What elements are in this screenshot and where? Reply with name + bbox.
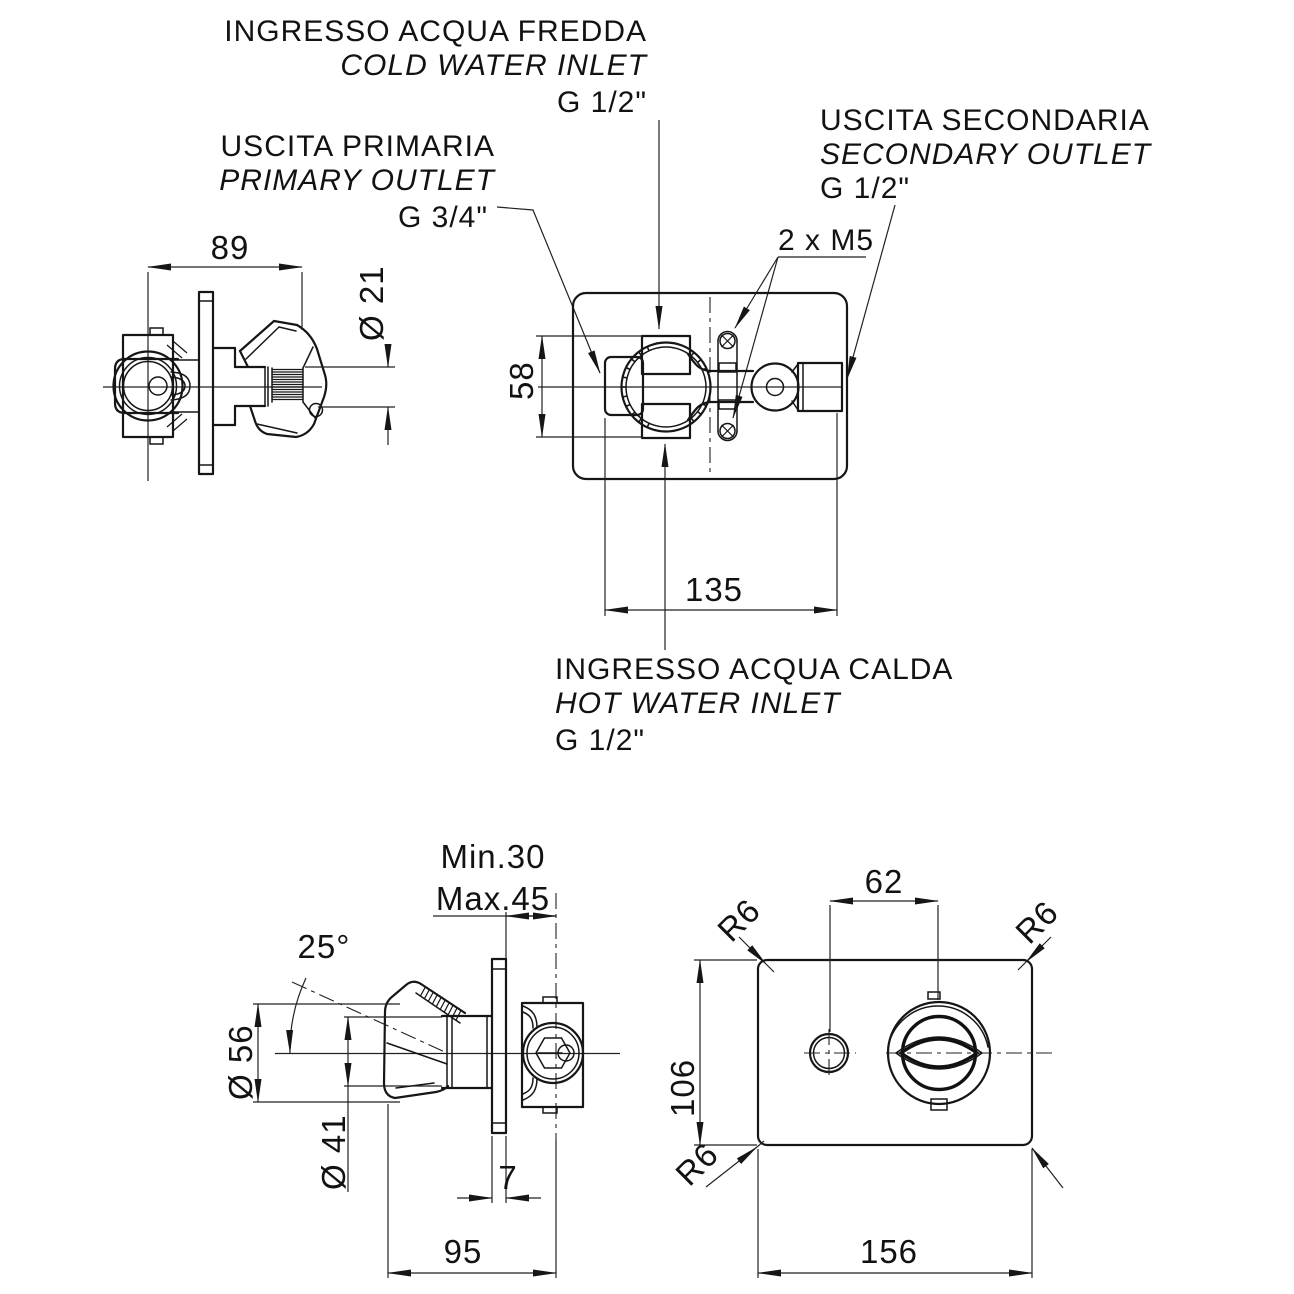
bracket-outer <box>170 371 191 401</box>
view-bottom-side: Min.30 Max.45 25° Ø 56 Ø 41 <box>222 838 620 1278</box>
body-tab-top <box>149 327 164 336</box>
stem-hex <box>535 1037 571 1069</box>
primary-outlet-nut <box>603 355 645 417</box>
primary-outlet-label-en: PRIMARY OUTLET <box>219 164 496 197</box>
view-top-side: 89 Ø 21 <box>103 229 395 481</box>
hot-inlet-nut <box>640 402 692 440</box>
dim-156-text: 156 <box>860 1233 918 1270</box>
cold-inlet-label-en: COLD WATER INLET <box>340 49 648 82</box>
cold-inlet-label-it: INGRESSO ACQUA FREDDA <box>224 15 647 48</box>
dim-7-text: 7 <box>498 1159 517 1196</box>
body-tab-bottom <box>149 436 164 445</box>
cartridge-circle-inner <box>122 360 174 412</box>
dim-62-text: 62 <box>865 863 904 900</box>
dimension-7: 7 <box>457 1136 541 1203</box>
hot-inlet-label-it: INGRESSO ACQUA CALDA <box>555 653 953 686</box>
dimension-156: 156 <box>757 1149 1033 1278</box>
handle-axis-25deg <box>291 981 448 1054</box>
primary-outlet-leader <box>496 206 601 374</box>
label-secondary-outlet: USCITA SECONDARIA SECONDARY OUTLET G 1/2… <box>820 104 1153 380</box>
cold-inlet-thread-size: G 1/2" <box>557 86 647 119</box>
clamp-block-bottom <box>718 399 737 410</box>
stem-top-edge <box>686 352 755 373</box>
wall-plate-side <box>197 290 215 476</box>
dimension-89: 89 <box>147 229 303 330</box>
r6-bottom-left-text: R6 <box>668 1135 725 1192</box>
knob-cap-detail <box>308 402 324 418</box>
r6-top-right-text: R6 <box>1008 893 1065 950</box>
dimension-95: 95 <box>387 1104 557 1278</box>
body-serration-marks <box>166 340 188 432</box>
secondary-outlet-thread-size: G 1/2" <box>820 172 910 205</box>
label-cold-water-inlet: INGRESSO ACQUA FREDDA COLD WATER INLET G… <box>224 15 663 330</box>
dim-89-text: 89 <box>211 229 250 266</box>
screw-bottom <box>719 422 736 440</box>
bracket-inner <box>170 376 186 396</box>
dim-95-text: 95 <box>444 1233 483 1270</box>
dimension-dia-56: Ø 56 <box>222 1003 400 1103</box>
knob-front <box>886 991 1056 1111</box>
escutcheon-and-stem <box>211 346 269 427</box>
screw-top <box>719 332 736 350</box>
dim-dia41-text: Ø 41 <box>315 1114 352 1190</box>
cartridge-circle-outer <box>112 350 184 422</box>
wall-plate <box>490 957 508 1135</box>
dim-dia21-text: Ø 21 <box>353 265 390 341</box>
dim-25deg-text: 25° <box>298 928 351 965</box>
cartridge-stem-circle <box>148 376 168 396</box>
dim-dia56-text: Ø 56 <box>222 1024 259 1100</box>
face-plate <box>756 958 1034 1147</box>
handle-knob-side <box>238 319 328 439</box>
handle-knob-bottom <box>382 980 467 1100</box>
dimension-dia-21: Ø 21 <box>305 265 395 445</box>
knurl-ribs <box>272 368 303 401</box>
secondary-outlet-label-it: USCITA SECONDARIA <box>820 104 1150 137</box>
cartridge-housing <box>113 357 180 415</box>
corner-leader-bottom-right <box>1031 1147 1064 1189</box>
ball-joint-center <box>765 377 785 397</box>
primary-outlet-label-it: USCITA PRIMARIA <box>221 130 495 163</box>
view-front-rough-in: 58 135 <box>503 291 849 616</box>
label-primary-outlet: USCITA PRIMARIA PRIMARY OUTLET G 3/4" <box>219 130 601 374</box>
knob-top-tab <box>927 991 941 1000</box>
secondary-outlet-label-en: SECONDARY OUTLET <box>820 138 1153 171</box>
label-hot-water-inlet: INGRESSO ACQUA CALDA HOT WATER INLET G 1… <box>555 443 953 757</box>
dimension-135: 135 <box>604 413 838 616</box>
dim-min-text: Min.30 <box>440 838 545 875</box>
view-face-plate: 62 R6 R6 R6 106 156 <box>664 863 1066 1278</box>
knurl-ribs <box>419 986 462 1021</box>
outlet-hole <box>804 1029 856 1078</box>
dimension-min30-max45: Min.30 Max.45 <box>433 838 557 958</box>
dimension-62: 62 <box>829 863 939 1032</box>
dim-max-text: Max.45 <box>436 880 550 917</box>
hot-inlet-label-en: HOT WATER INLET <box>555 687 842 720</box>
dimension-106: 106 <box>664 959 757 1146</box>
radius-callouts: R6 R6 R6 <box>668 891 1065 1192</box>
dim-58-text: 58 <box>503 361 540 400</box>
dimension-angle-25: 25° <box>286 928 351 1054</box>
dimension-dia-41: Ø 41 <box>315 1016 442 1192</box>
clamp-block-top <box>718 362 737 373</box>
dimension-58: 58 <box>503 335 643 438</box>
dim-106-text: 106 <box>664 1059 701 1117</box>
mounting-box-plate <box>571 291 849 481</box>
cartridge-circle-mid <box>118 356 178 416</box>
label-screws-2xM5: 2 x M5 <box>732 224 874 419</box>
primary-outlet-thread-size: G 3/4" <box>398 201 488 234</box>
stem-bottom-edge <box>686 400 755 422</box>
escutcheon-sleeve <box>440 1014 494 1090</box>
screw-capsule <box>717 330 738 442</box>
hot-inlet-thread-size: G 1/2" <box>555 724 645 757</box>
in-wall-valve-body <box>520 996 585 1114</box>
secondary-outlet-leader <box>846 204 896 380</box>
secondary-outlet-pipe <box>796 361 844 413</box>
knob-bottom-tab <box>930 1098 948 1111</box>
screw-bottom-leader <box>732 256 779 419</box>
dim-135-text: 135 <box>685 571 743 608</box>
screws-label: 2 x M5 <box>778 224 874 257</box>
r6-top-left-text: R6 <box>710 891 767 948</box>
